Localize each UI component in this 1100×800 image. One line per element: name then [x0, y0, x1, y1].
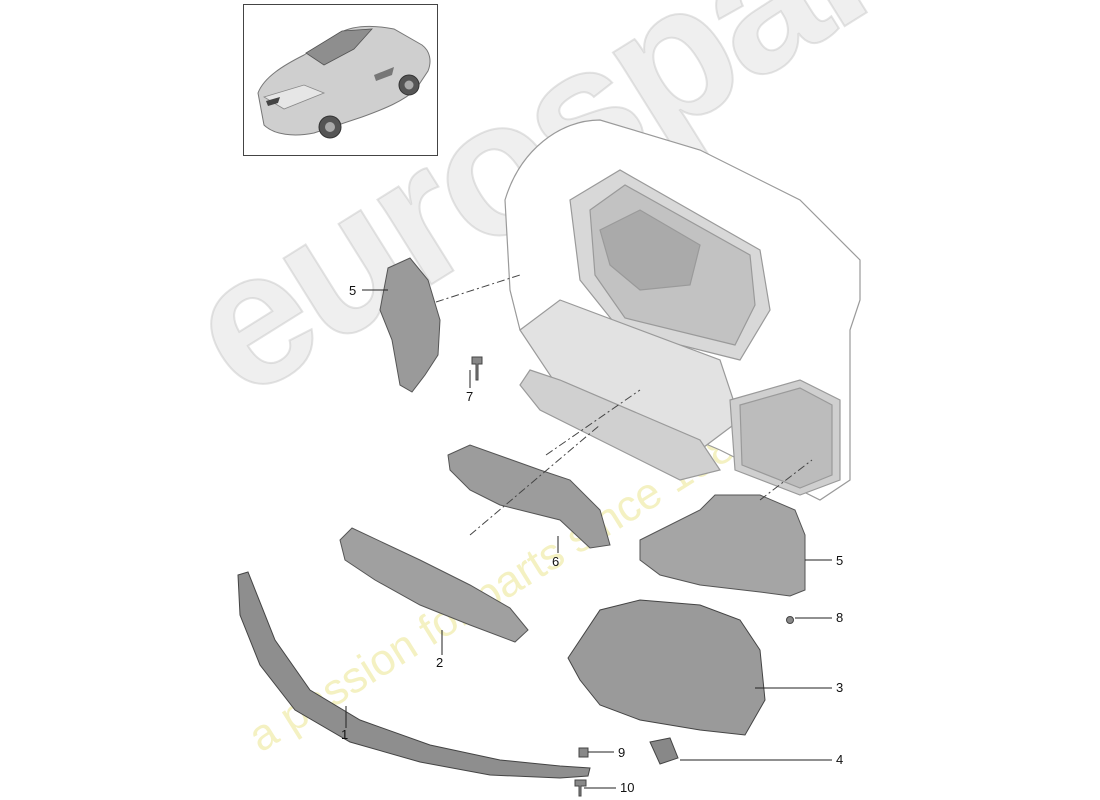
part-4-cover [649, 737, 679, 765]
callout-5-left: 5 [349, 283, 357, 298]
callout-4: 4 [836, 752, 844, 767]
callout-9: 9 [618, 745, 626, 760]
callout-1: 1 [341, 727, 349, 742]
assembly-lines [435, 274, 813, 536]
part-7-bolt [471, 356, 483, 381]
part-10-screw [574, 779, 587, 797]
callout-6: 6 [552, 554, 560, 569]
part-5-right-duct [639, 494, 806, 597]
part-8-screw [786, 616, 794, 624]
part-2-grille-carrier [339, 527, 529, 643]
callout-2: 2 [436, 655, 444, 670]
callout-3: 3 [836, 680, 844, 695]
part-1-spoiler-lip [237, 571, 591, 779]
callout-10: 10 [620, 780, 635, 795]
part-5-left-duct [379, 257, 441, 393]
callout-7: 7 [466, 389, 474, 404]
part-9-nut [578, 747, 589, 758]
car-icon [257, 25, 431, 139]
leader-lines [345, 289, 832, 789]
part-3-grille-insert [567, 599, 766, 736]
vehicle-thumbnail [243, 4, 438, 156]
callout-8: 8 [836, 610, 844, 625]
vehicle-front-structure [504, 119, 861, 501]
part-6-bracket [447, 444, 611, 549]
callout-5-right: 5 [836, 553, 844, 568]
